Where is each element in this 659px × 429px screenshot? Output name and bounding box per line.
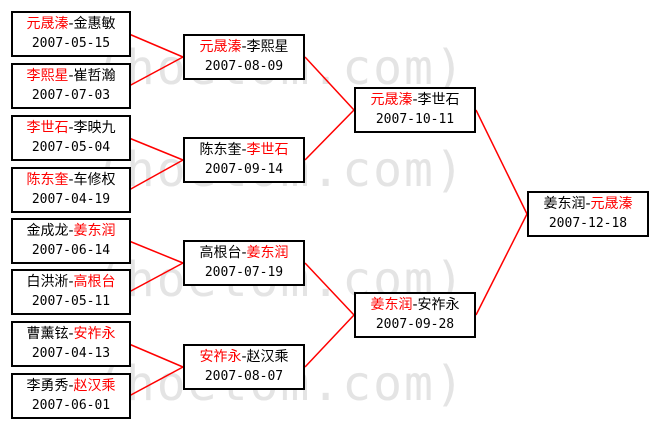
match-players: 金成龙-姜东润 [26,223,116,239]
player-2: 李熙星 [246,39,289,55]
match-date: 2007-06-14 [31,243,111,258]
match-players: 元晟溱-李世石 [370,92,460,108]
match-date: 2007-10-11 [375,112,455,127]
match-date: 2007-07-03 [31,88,111,103]
connector-line [304,56,355,111]
player-1: 陈东奎 [26,172,69,188]
player-2: 元晟溱 [590,196,633,212]
match-date: 2007-08-09 [204,59,284,74]
player-1: 元晟溱 [26,16,69,32]
match-date: 2007-09-28 [375,317,455,332]
match-players: 陈东奎-李世石 [199,142,289,158]
player-2: 姜东润 [73,223,116,239]
match-box-round1: 金成龙-姜东润 2007-06-14 [11,218,131,264]
match-box-semifinal: 姜东润-安祚永 2007-09-28 [354,292,476,338]
connector-line [128,56,184,87]
match-box-round1: 李熙星-崔哲瀚 2007-07-03 [11,63,131,109]
connector-line [128,262,184,293]
match-box-round1: 曹薰铉-安祚永 2007-04-13 [11,321,131,367]
match-box-round1: 元晟溱-金惠敏 2007-05-15 [11,11,131,57]
match-box-round1: 李世石-李映九 2007-05-04 [11,115,131,161]
player-1: 陈东奎 [199,142,242,158]
match-players: 白洪淅-高根台 [26,274,116,290]
match-date: 2007-09-14 [204,162,284,177]
player-1: 姜东润 [543,196,586,212]
match-date: 2007-08-07 [204,369,284,384]
match-date: 2007-06-01 [31,398,111,413]
match-date: 2007-12-18 [548,216,628,231]
match-players: 陈东奎-车修权 [26,172,116,188]
player-1: 李熙星 [26,68,69,84]
player-1: 李勇秀 [26,378,69,394]
player-2: 车修权 [73,172,116,188]
match-players: 元晟溱-李熙星 [199,39,289,55]
match-players: 李勇秀-赵汉乘 [26,378,116,394]
connector-line [475,109,528,215]
connector-line [304,262,355,316]
match-players: 曹薰铉-安祚永 [26,326,116,342]
match-box-semifinal: 元晟溱-李世石 2007-10-11 [354,87,476,133]
player-2: 崔哲瀚 [73,68,116,84]
player-1: 金成龙 [26,223,69,239]
connectors-round1-to-round2 [128,33,184,397]
match-date: 2007-07-19 [204,265,284,280]
match-players: 元晟溱-金惠敏 [26,16,116,32]
match-box-round2: 陈东奎-李世石 2007-09-14 [183,137,305,183]
match-box-final: 姜东润-元晟溱 2007-12-18 [527,191,649,237]
player-2: 李世石 [246,142,289,158]
connector-line [128,33,184,58]
connector-line [128,159,184,191]
connector-line [128,137,184,161]
player-2: 安祚永 [417,297,460,313]
match-players: 李世石-李映九 [26,120,116,136]
match-box-round2: 高根台-姜东润 2007-07-19 [183,240,305,286]
match-box-round1: 李勇秀-赵汉乘 2007-06-01 [11,373,131,419]
connector-line [475,213,528,316]
player-2: 姜东润 [246,245,289,261]
match-players: 姜东润-元晟溱 [543,196,633,212]
connector-line [304,109,355,161]
player-1: 姜东润 [370,297,413,313]
connector-line [128,366,184,397]
match-box-round1: 陈东奎-车修权 2007-04-19 [11,167,131,213]
connector-line [128,240,184,264]
player-1: 白洪淅 [26,274,69,290]
match-date: 2007-04-13 [31,346,111,361]
match-box-round1: 白洪淅-高根台 2007-05-11 [11,269,131,315]
player-2: 李映九 [73,120,116,136]
match-box-round2: 元晟溱-李熙星 2007-08-09 [183,34,305,80]
match-box-round2: 安祚永-赵汉乘 2007-08-07 [183,344,305,390]
player-1: 李世石 [26,120,69,136]
player-1: 元晟溱 [199,39,242,55]
connector-line [128,343,184,368]
match-date: 2007-05-15 [31,36,111,51]
player-1: 高根台 [199,245,242,261]
player-2: 赵汉乘 [73,378,116,394]
player-1: 元晟溱 [370,92,413,108]
player-2: 安祚永 [73,326,116,342]
player-1: 曹薰铉 [26,326,69,342]
match-players: 高根台-姜东润 [199,245,289,261]
player-2: 金惠敏 [73,16,116,32]
match-players: 安祚永-赵汉乘 [199,349,289,365]
match-date: 2007-04-19 [31,192,111,207]
player-2: 高根台 [73,274,116,290]
player-2: 李世石 [417,92,460,108]
player-1: 安祚永 [199,349,242,365]
match-players: 姜东润-安祚永 [370,297,460,313]
connectors-round3-to-final [475,109,528,316]
match-date: 2007-05-04 [31,140,111,155]
match-players: 李熙星-崔哲瀚 [26,68,116,84]
match-date: 2007-05-11 [31,294,111,309]
connector-line [304,314,355,368]
player-2: 赵汉乘 [246,349,289,365]
connectors-round2-to-round3 [304,56,355,368]
